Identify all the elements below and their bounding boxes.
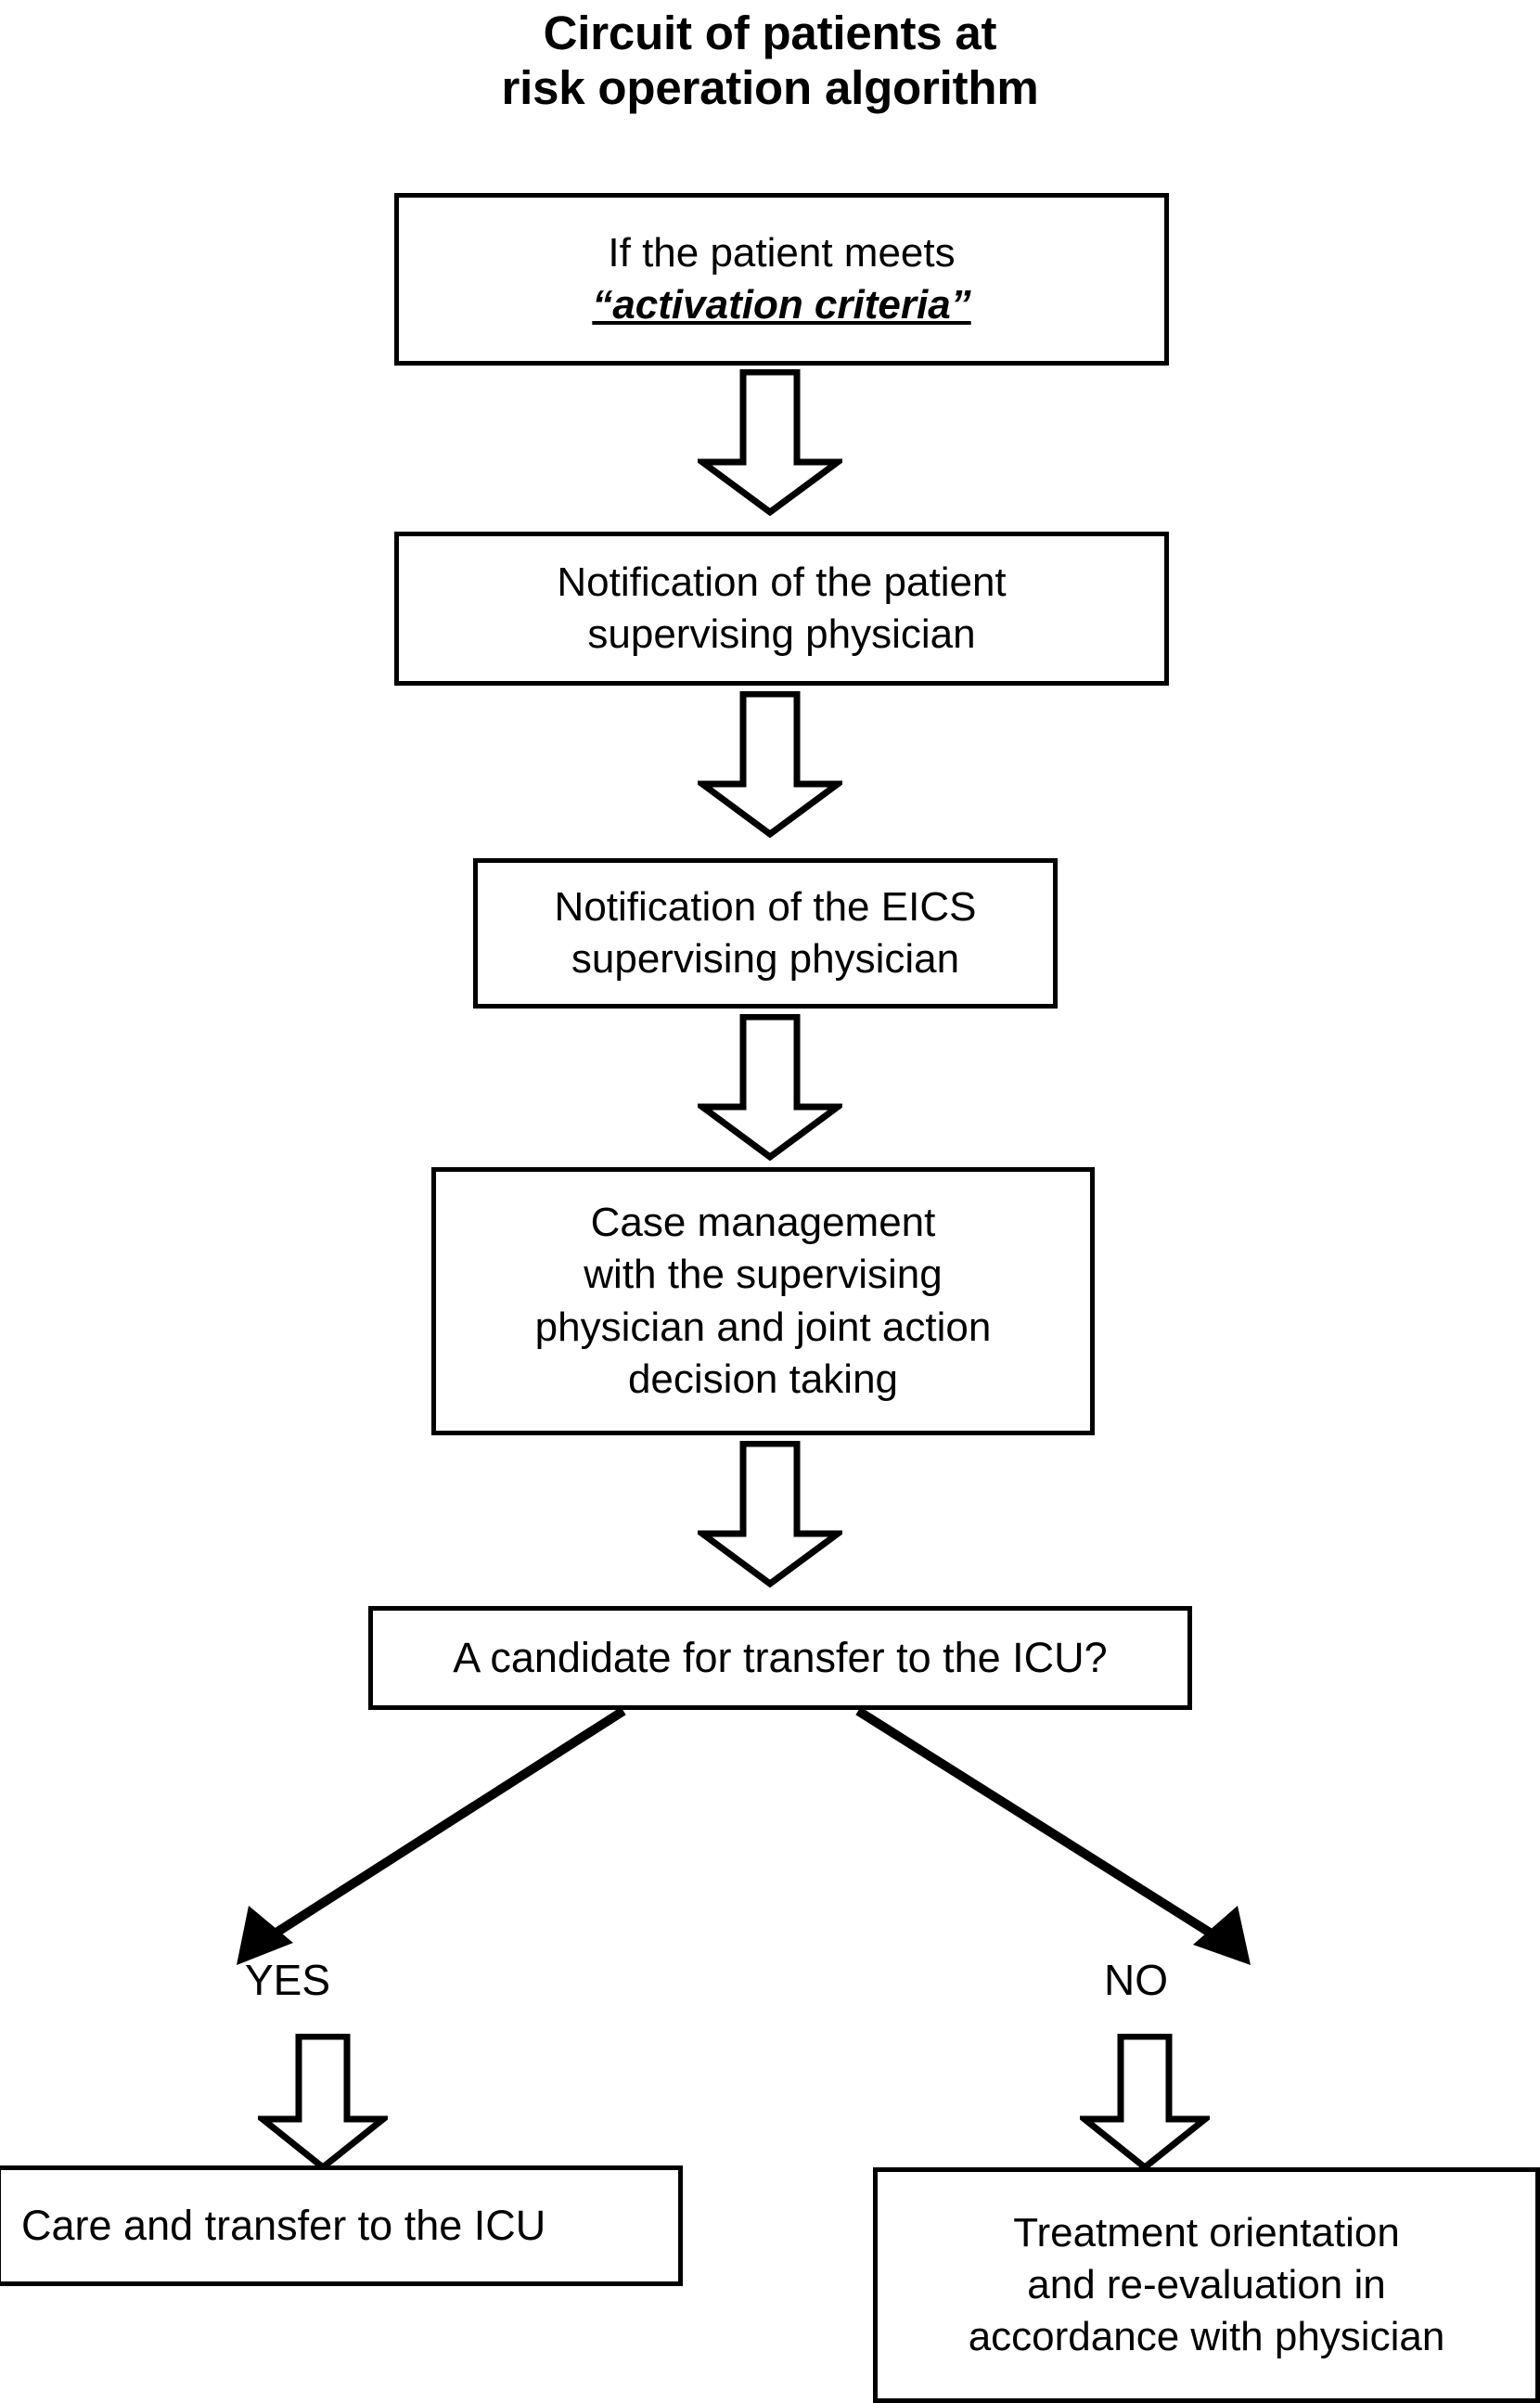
node-case-management-line-1: Case management: [590, 1199, 936, 1245]
node-care-and-transfer-icu: Care and transfer to the ICU: [0, 2165, 683, 2286]
node-activation-criteria-line-1: If the patient meets: [608, 229, 956, 276]
node-case-management-line-3: physician and joint action: [534, 1304, 992, 1350]
edge-label-no: NO: [1104, 1956, 1168, 2004]
branch-connector-yes: [237, 1706, 626, 1965]
page-title-line-1: Circuit of patients at: [543, 6, 997, 59]
node-activation-criteria: If the patient meets “activation criteri…: [394, 193, 1169, 366]
node-notify-patient-physician: Notification of the patient supervising …: [394, 532, 1169, 686]
node-treatment-orientation-line-2: and re-evaluation in: [1027, 2261, 1386, 2307]
node-notify-patient-physician-line-1: Notification of the patient: [557, 559, 1007, 605]
node-icu-transfer-decision: A candidate for transfer to the ICU?: [368, 1606, 1192, 1710]
node-notify-patient-physician-line-2: supervising physician: [587, 611, 976, 657]
block-arrow-down-icon-1: [698, 369, 842, 516]
node-notify-eics-physician-line-2: supervising physician: [571, 936, 960, 982]
node-case-management-line-4: decision taking: [627, 1356, 899, 1402]
node-treatment-orientation: Treatment orientation and re-evaluation …: [873, 2167, 1540, 2403]
node-care-and-transfer-icu-line-1: Care and transfer to the ICU: [21, 2202, 546, 2250]
page-title-line-2: risk operation algorithm: [501, 61, 1039, 115]
branch-connector-no: [855, 1706, 1251, 1965]
block-arrow-down-icon-4: [698, 1441, 842, 1587]
node-activation-criteria-line-2: “activation criteria”: [592, 282, 971, 328]
page-title: Circuit of patients at risk operation al…: [0, 6, 1540, 115]
node-notify-eics-physician-line-1: Notification of the EICS: [554, 883, 977, 930]
block-arrow-down-icon-3: [698, 1014, 842, 1161]
node-case-management-line-2: with the supervising: [584, 1252, 943, 1298]
block-arrow-down-icon-no: [1080, 2034, 1210, 2171]
node-treatment-orientation-line-1: Treatment orientation: [1013, 2209, 1400, 2255]
edge-label-yes: YES: [245, 1956, 331, 2004]
node-icu-transfer-decision-line-1: A candidate for transfer to the ICU?: [453, 1634, 1108, 1682]
node-notify-eics-physician: Notification of the EICS supervising phy…: [473, 858, 1058, 1009]
node-case-management: Case management with the supervising phy…: [431, 1167, 1095, 1435]
block-arrow-down-icon-yes: [258, 2034, 388, 2171]
block-arrow-down-icon-2: [698, 691, 842, 838]
branch-connectors: [237, 1706, 1251, 1965]
node-treatment-orientation-line-3: accordance with physician: [968, 2314, 1445, 2360]
